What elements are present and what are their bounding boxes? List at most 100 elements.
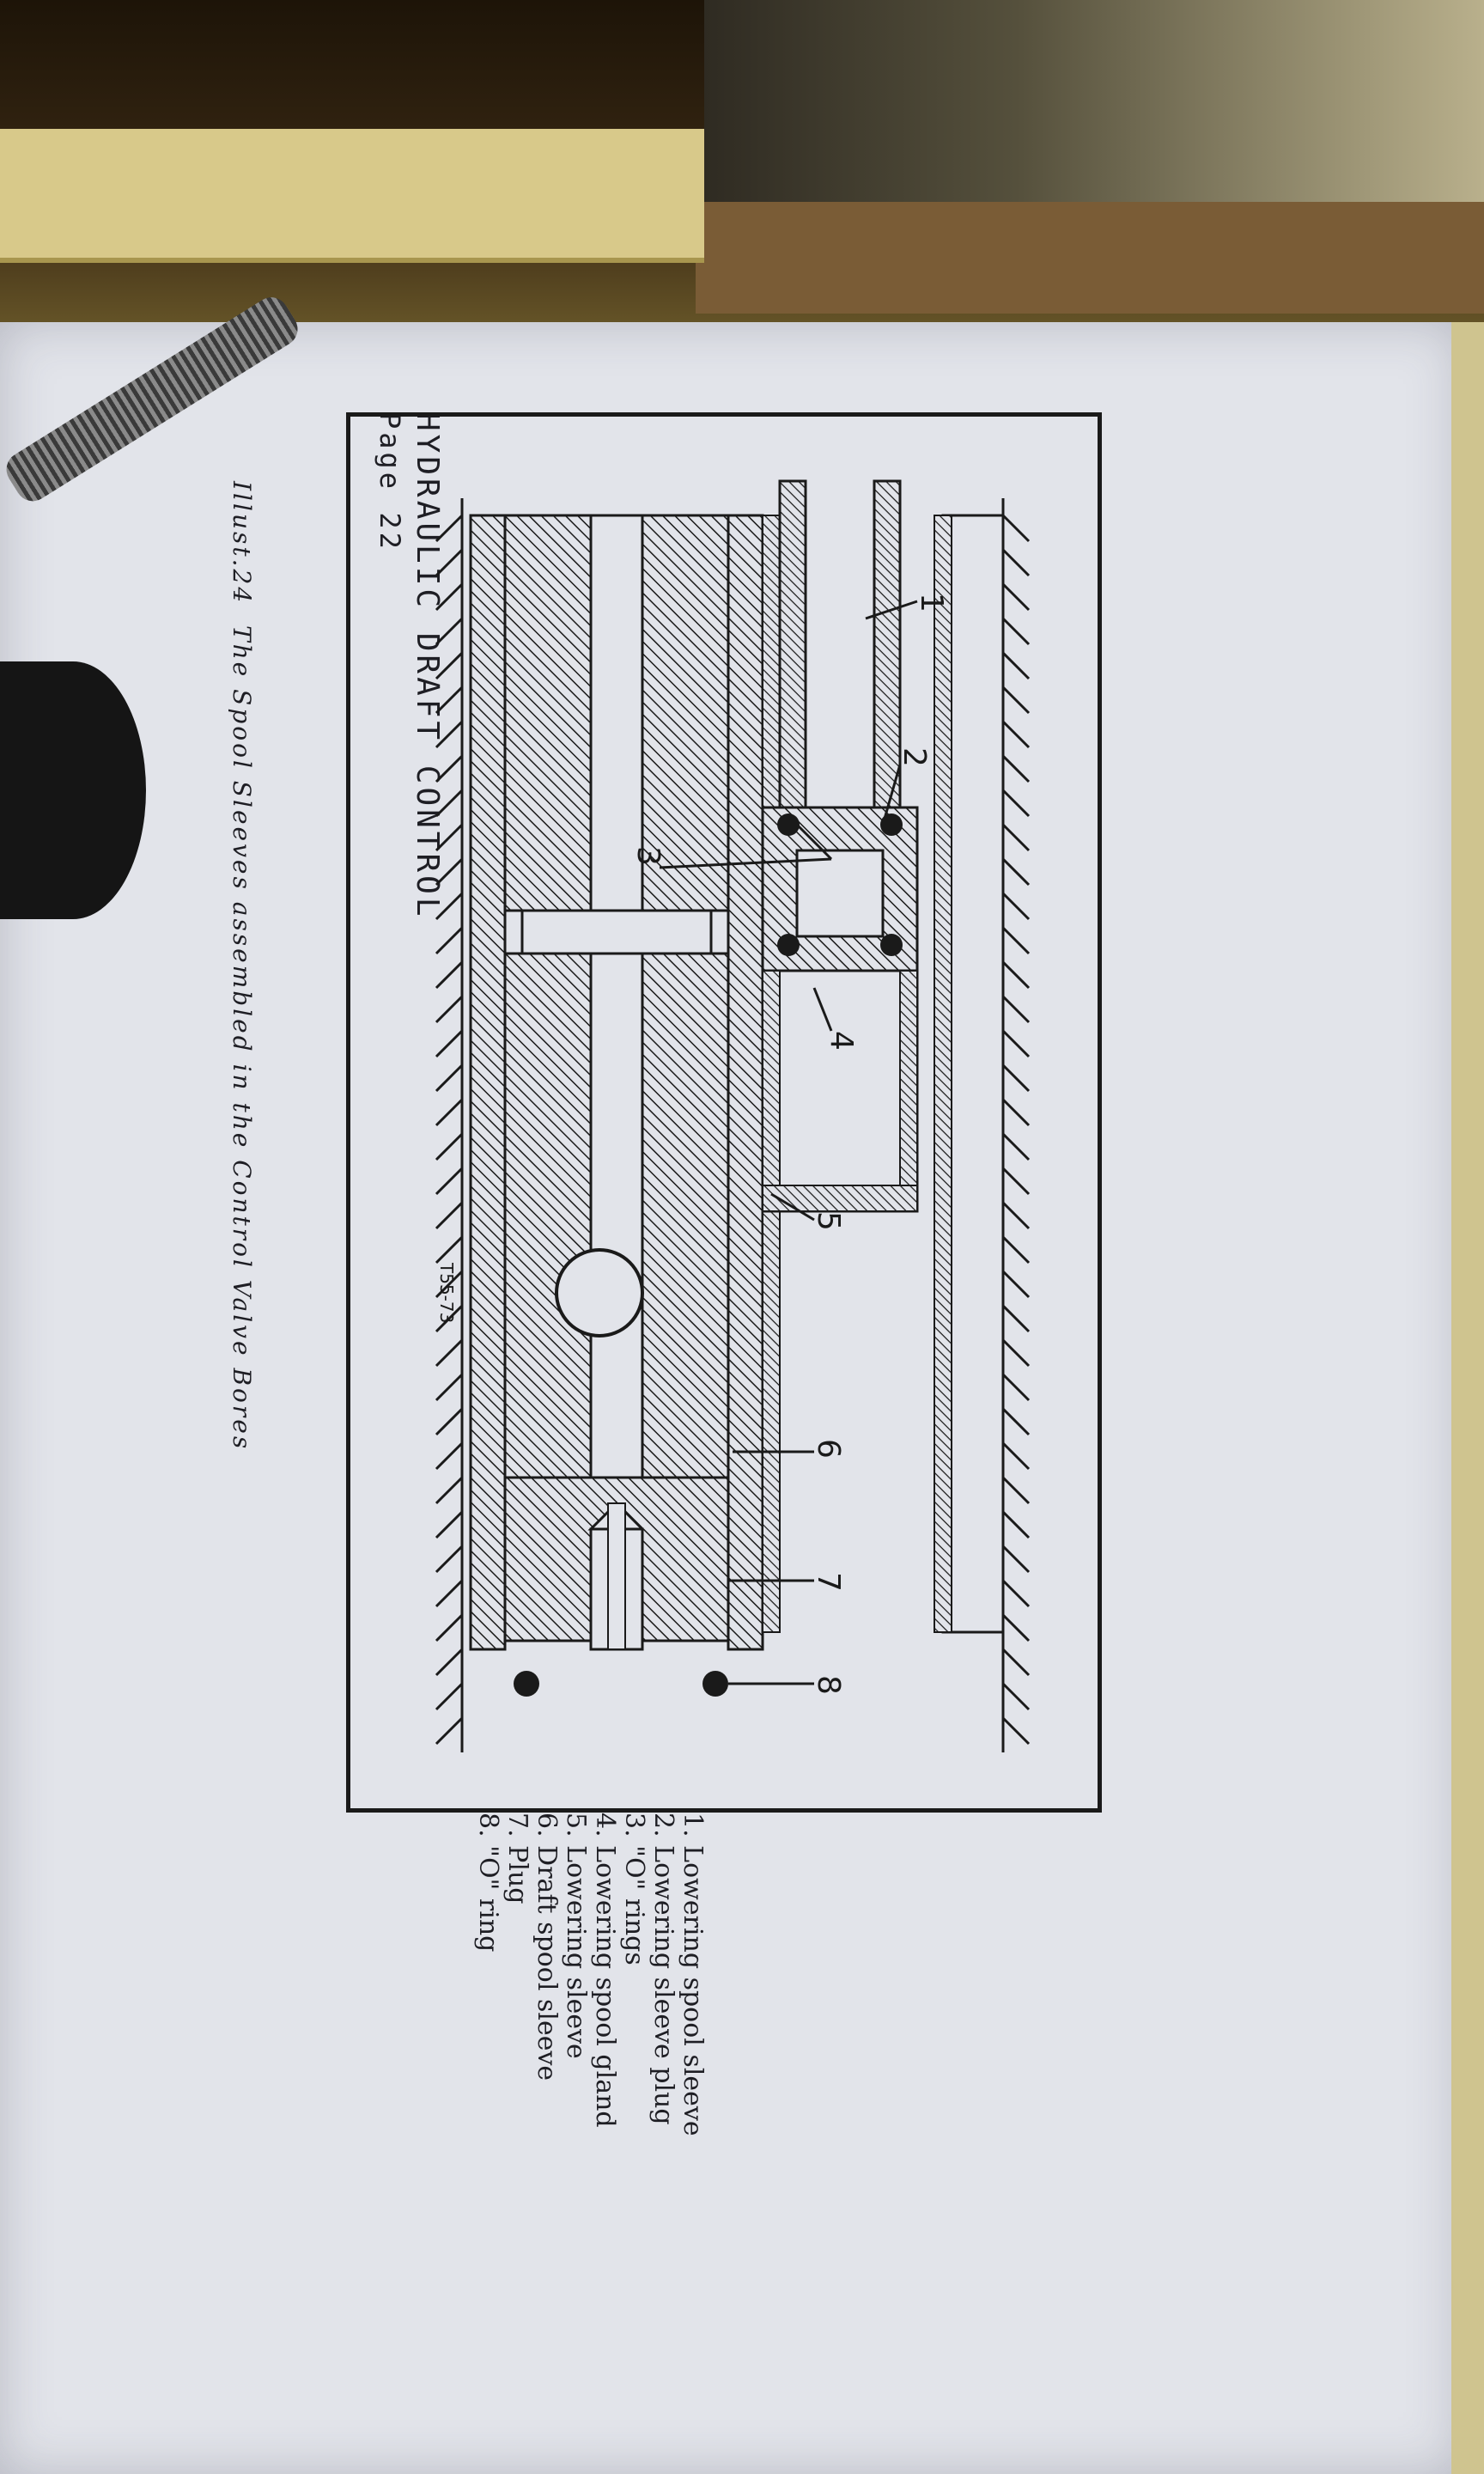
housing-slash [435,1545,464,1574]
callout-7: 7 [811,1572,846,1592]
callout-8: 8 [811,1675,846,1695]
cross-port-flange-bottom [503,909,524,955]
housing-slash [1001,1682,1031,1711]
housing-slash [435,1338,464,1368]
housing-slash [435,892,464,921]
housing-slash [1001,1063,1031,1093]
housing-slash [435,651,464,680]
housing-slash [1001,926,1031,955]
housing-slash [435,582,464,612]
lowering-spool-gland [761,969,919,1213]
plug-spool-end [607,1502,626,1650]
housing-slash [435,926,464,955]
housing-slash [435,960,464,990]
legend-item: 1. Lowering spool sleeve [678,1813,708,2136]
housing-slash [1001,892,1031,921]
upper-bore-liner-top [934,515,952,1633]
housing-slash [435,548,464,577]
callout-5: 5 [811,1211,846,1231]
housing-slash [435,754,464,783]
housing-slash [1001,857,1031,887]
callout-4: 4 [824,1031,859,1051]
cross-port [512,909,713,955]
housing-slash [1001,1648,1031,1677]
background-book [704,0,1484,206]
housing-slash [1001,1373,1031,1402]
housing-slash [1001,582,1031,612]
housing-slash [1001,1545,1031,1574]
dark-object [0,661,146,919]
housing-slash [435,789,464,818]
o-ring-8-bottom [514,1671,539,1697]
o-ring-3b [777,813,800,836]
o-ring-3d [777,934,800,956]
callout-1: 1 [914,593,949,612]
lower-bore-wall-bottom [469,514,507,1651]
housing-slash [1001,1235,1031,1264]
o-ring-3a [880,813,903,836]
housing-slash [1001,789,1031,818]
housing-slash [1001,1029,1031,1058]
housing-slash [435,720,464,749]
background-cardboard [696,202,1484,314]
lowering-sleeve-wall-top [899,970,918,1212]
housing-slash [435,686,464,715]
housing-slash [435,1510,464,1539]
housing-slash [1001,960,1031,990]
housing-slash [435,1407,464,1436]
housing-slash [435,1441,464,1471]
housing-slash [435,1304,464,1333]
housing-slash [435,857,464,887]
housing-slash [1001,548,1031,577]
housing-slash [435,1476,464,1505]
housing-slash [1001,720,1031,749]
lower-bore-wall-top [727,514,764,1651]
leader-lines [659,600,918,1685]
housing-slash [1001,1716,1031,1746]
housing-slash [435,1579,464,1608]
housing-slash [1001,1304,1031,1333]
figure-caption: Illust.24 The Spool Sleeves assembled in… [228,481,256,1452]
housing-slash [435,1235,464,1264]
lowering-sleeve-wall-bottom [762,970,781,1212]
housing-slash [1001,1132,1031,1161]
housing-slash [435,1132,464,1161]
housing-slash [435,514,464,543]
lowering-spool-sleeve-bottom [778,479,807,809]
housing-slash [1001,1441,1031,1471]
background-box-flap [0,129,704,263]
draft-spool-sleeve-top [641,514,730,1479]
housing-slash [1001,1098,1031,1127]
housing-slash [1001,617,1031,646]
housing-slash [435,1716,464,1746]
callout-2: 2 [897,747,932,767]
parts-legend: 1. Lowering spool sleeve 2. Lowering sle… [473,1813,708,2173]
legend-item: 2. Lowering sleeve plug [648,1813,678,2125]
housing-slash [1001,1270,1031,1299]
housing-slash [1001,514,1031,543]
page-edge [1451,322,1484,2474]
housing-slash [1001,1510,1031,1539]
housing-slash [435,1098,464,1127]
legend-item: 4. Lowering spool gland [590,1813,620,2128]
housing-slash [1001,1579,1031,1608]
housing-slash [435,617,464,646]
housing-slash [1001,1201,1031,1230]
figure-code: T55-73 [436,1262,457,1323]
housing-slash [1001,754,1031,783]
housing-slash [1001,823,1031,852]
legend-item: 6. Draft spool sleeve [532,1813,562,2081]
housing-slash [435,1613,464,1642]
housing-slash [435,1201,464,1230]
housing-slash [1001,995,1031,1024]
cross-port-flange-top [709,909,730,955]
housing-slash [435,1167,464,1196]
housing-slash [435,1682,464,1711]
lowering-sleeve-end [762,1185,918,1212]
housing-slash [1001,1613,1031,1642]
draft-spool-sleeve-bottom [503,514,593,1479]
housing-slash [435,823,464,852]
housing-slash [435,1373,464,1402]
callout-6: 6 [811,1439,846,1459]
legend-item: 3. "O" rings [619,1813,649,1965]
